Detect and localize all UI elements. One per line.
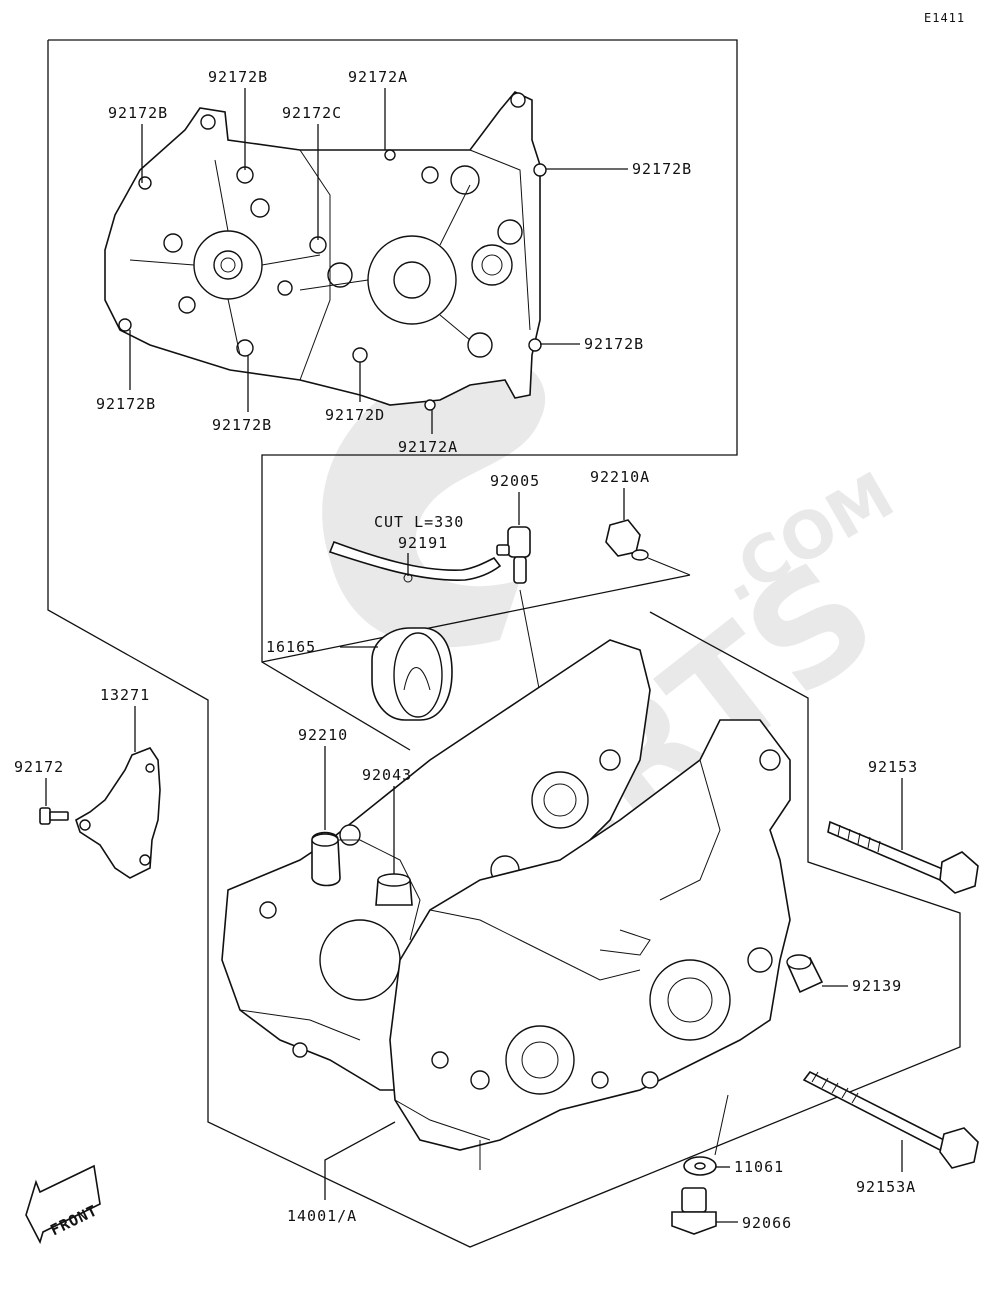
callout-92172b-right-top: 92172B <box>632 160 692 178</box>
bracket-13271: 13271 <box>75 686 161 879</box>
dowel-92139: 92139 <box>786 954 902 995</box>
callout-92043: 92043 <box>362 766 412 784</box>
bolt-92153a: 92153A <box>802 1070 979 1196</box>
cap-92210: 92210 <box>298 726 348 887</box>
callout-92210a: 92210A <box>590 468 650 486</box>
callout-92172b-right-bottom: 92172B <box>584 335 644 353</box>
cut-length-note: CUT L=330 <box>374 513 464 531</box>
callout-92066: 92066 <box>742 1214 792 1232</box>
gasket-callouts: 92172B 92172A 92172B 92172C 92172B 92172… <box>96 68 692 456</box>
callout-13271: 13271 <box>100 686 150 704</box>
callout-92153: 92153 <box>868 758 918 776</box>
hose-92191: CUT L=330 92191 <box>328 513 502 583</box>
callout-92153a: 92153A <box>856 1178 916 1196</box>
front-arrow: FRONT <box>25 1164 101 1245</box>
callout-16165: 16165 <box>266 638 316 656</box>
callout-92172b-top: 92172B <box>208 68 268 86</box>
cap-92210a: 92210A <box>590 468 691 576</box>
callout-11061: 11061 <box>734 1158 784 1176</box>
crankcase-14001: 14001/A <box>221 639 791 1225</box>
bearing-16165: 16165 <box>266 627 453 721</box>
callout-92210: 92210 <box>298 726 348 744</box>
dowel-92043: 92043 <box>362 766 413 906</box>
washer-11061: 11061 <box>683 1094 784 1176</box>
callout-92005: 92005 <box>490 472 540 490</box>
callout-92172c: 92172C <box>282 104 342 122</box>
callout-92139: 92139 <box>852 977 902 995</box>
callout-92172b-top-left: 92172B <box>108 104 168 122</box>
crankcase-gasket <box>104 91 547 411</box>
frame-lines <box>47 39 961 1248</box>
callout-92172a-top: 92172A <box>348 68 408 86</box>
callout-14001a: 14001/A <box>287 1207 357 1225</box>
plug-92066: 92066 <box>671 1187 792 1235</box>
diagram-code: E1411 <box>924 11 965 25</box>
callout-92172: 92172 <box>14 758 64 776</box>
callout-92172a-bottom: 92172A <box>398 438 458 456</box>
callout-92172d: 92172D <box>325 406 385 424</box>
bolt-92172: 92172 <box>14 758 69 825</box>
callout-92172b-bottom-mid: 92172B <box>212 416 272 434</box>
bolt-92153: 92153 <box>827 758 979 894</box>
callout-92172b-bottom-left: 92172B <box>96 395 156 413</box>
callout-92191: 92191 <box>398 534 448 552</box>
